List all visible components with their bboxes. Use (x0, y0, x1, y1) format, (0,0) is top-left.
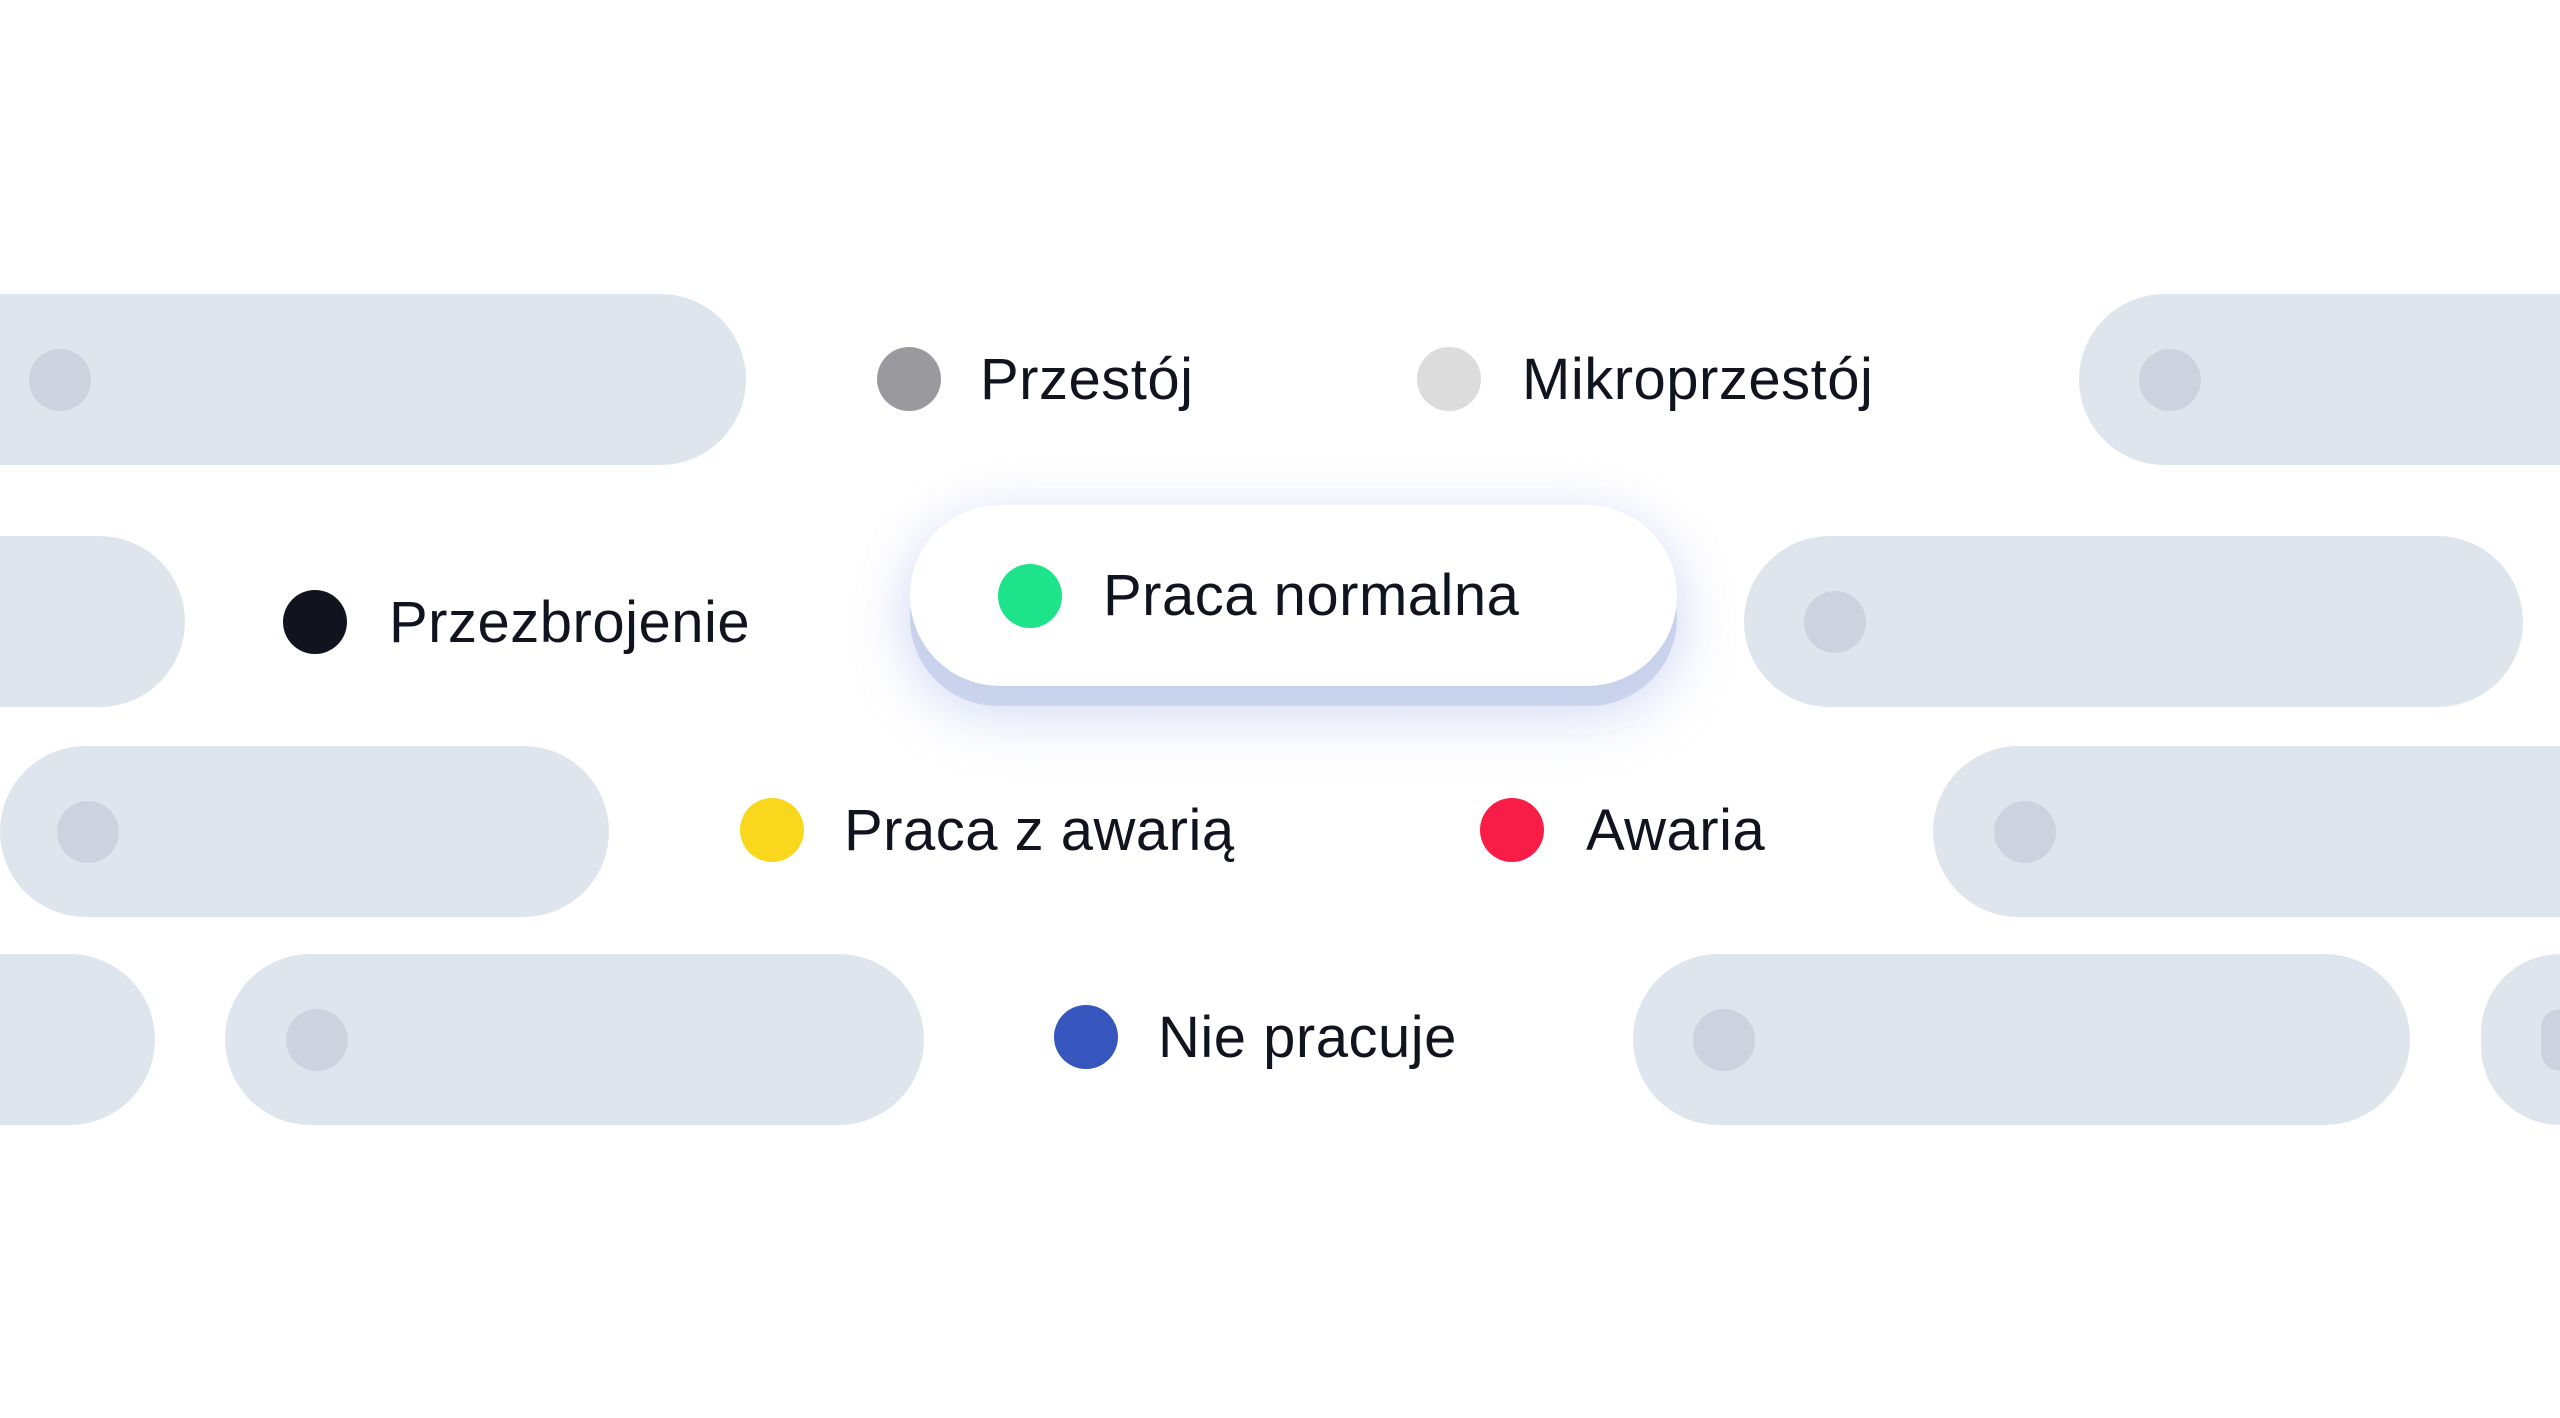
placeholder-dot (1994, 801, 2056, 863)
status-dot-icon (877, 347, 941, 411)
status-dot-icon (1480, 798, 1544, 862)
placeholder-pill (2079, 294, 2560, 465)
status-przestoj: Przestój (877, 339, 1194, 419)
status-dot-icon (740, 798, 804, 862)
placeholder-dot (1693, 1009, 1755, 1071)
placeholder-pill (0, 294, 746, 465)
status-label: Mikroprzestój (1522, 346, 1874, 412)
placeholder-pill (0, 746, 609, 917)
placeholder-dot (2139, 349, 2201, 411)
status-mikroprzestoj: Mikroprzestój (1417, 339, 1873, 419)
placeholder-dot (2541, 1009, 2560, 1071)
placeholder-dot (29, 349, 91, 411)
status-label: Nie pracuje (1158, 1004, 1457, 1070)
placeholder-pill (1744, 536, 2523, 707)
placeholder-pill (1933, 746, 2560, 917)
status-dot-icon (998, 563, 1062, 628)
status-nie-pracuje: Nie pracuje (1054, 997, 1457, 1077)
status-dot-icon (1054, 1005, 1118, 1069)
status-praca-z-awaria: Praca z awarią (740, 790, 1235, 870)
status-label: Awaria (1586, 797, 1766, 863)
status-label: Przezbrojenie (389, 589, 751, 655)
status-dot-icon (1417, 347, 1481, 411)
placeholder-pill (0, 536, 185, 707)
placeholder-pill (225, 954, 924, 1125)
status-praca-normalna-card[interactable]: Praca normalna (910, 505, 1677, 686)
status-label: Praca normalna (1103, 563, 1520, 628)
status-awaria: Awaria (1480, 790, 1765, 870)
status-przezbrojenie: Przezbrojenie (283, 582, 750, 662)
status-label: Praca z awarią (844, 797, 1235, 863)
placeholder-pill (1633, 954, 2410, 1125)
placeholder-dot (1804, 591, 1866, 653)
status-dot-icon (283, 590, 347, 654)
status-label: Przestój (980, 346, 1194, 412)
placeholder-dot (57, 801, 119, 863)
placeholder-pill (2481, 954, 2560, 1125)
placeholder-pill (0, 954, 155, 1125)
placeholder-dot (286, 1009, 348, 1071)
